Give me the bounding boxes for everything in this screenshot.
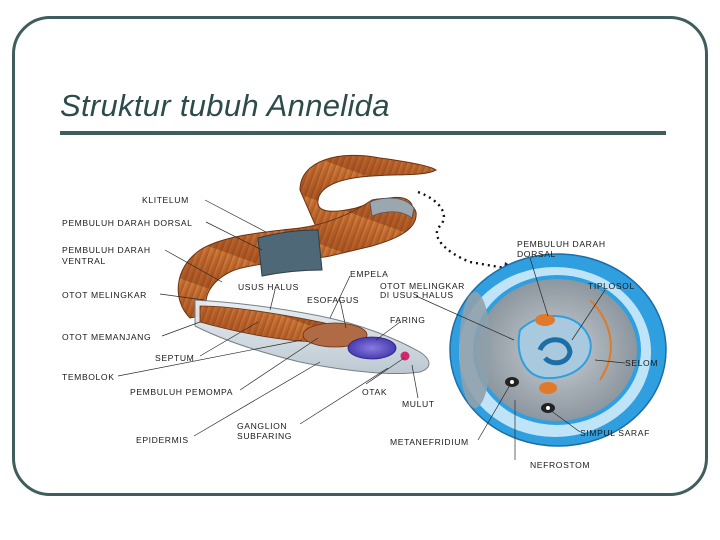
label-otot-melingkar-usus-line2: DI USUS HALUS: [380, 290, 454, 300]
label-nefrostom: NEFROSTOM: [530, 460, 590, 470]
label-otot-melingkar: OTOT MELINGKAR: [62, 290, 147, 300]
label-selom: SELOM: [625, 358, 658, 368]
label-klitelum: KLITELUM: [142, 195, 189, 205]
label-metanefridium: METANEFRIDIUM: [390, 437, 469, 447]
pointer-arrow: [418, 192, 505, 268]
pharynx: [348, 337, 396, 359]
label-ganglion-line2: SUBFARING: [237, 431, 292, 441]
label-septum: SEPTUM: [155, 353, 194, 363]
label-tiplosol: TIPLOSOL: [588, 281, 635, 291]
label-tembolok: TEMBOLOK: [62, 372, 115, 382]
label-esofagus: ESOFAGUS: [307, 295, 359, 305]
label-otak: OTAK: [362, 387, 387, 397]
label-epidermis: EPIDERMIS: [136, 435, 189, 445]
label-faring: FARING: [390, 315, 426, 325]
label-pembuluh-darah-dorsal-right-line1: PEMBULUH DARAH: [517, 239, 606, 249]
label-usus-halus: USUS HALUS: [238, 282, 299, 292]
label-pembuluh-darah-dorsal: PEMBULUH DARAH DORSAL: [62, 218, 193, 228]
label-pembuluh-darah-dorsal-right-line2: DORSAL: [517, 249, 556, 259]
clitellum: [258, 230, 322, 276]
label-pembuluh-darah-ventral-line2: VENTRAL: [62, 256, 106, 266]
label-pembuluh-darah-ventral-line1: PEMBULUH DARAH: [62, 245, 151, 255]
label-mulut: MULUT: [402, 399, 435, 409]
label-empela: EMPELA: [350, 269, 388, 279]
label-otot-memanjang: OTOT MEMANJANG: [62, 332, 151, 342]
label-simpul-saraf: SIMPUL SARAF: [580, 428, 650, 438]
label-ganglion-line1: GANGLION: [237, 421, 287, 431]
label-pembuluh-pemompa: PEMBULUH PEMOMPA: [130, 387, 233, 397]
